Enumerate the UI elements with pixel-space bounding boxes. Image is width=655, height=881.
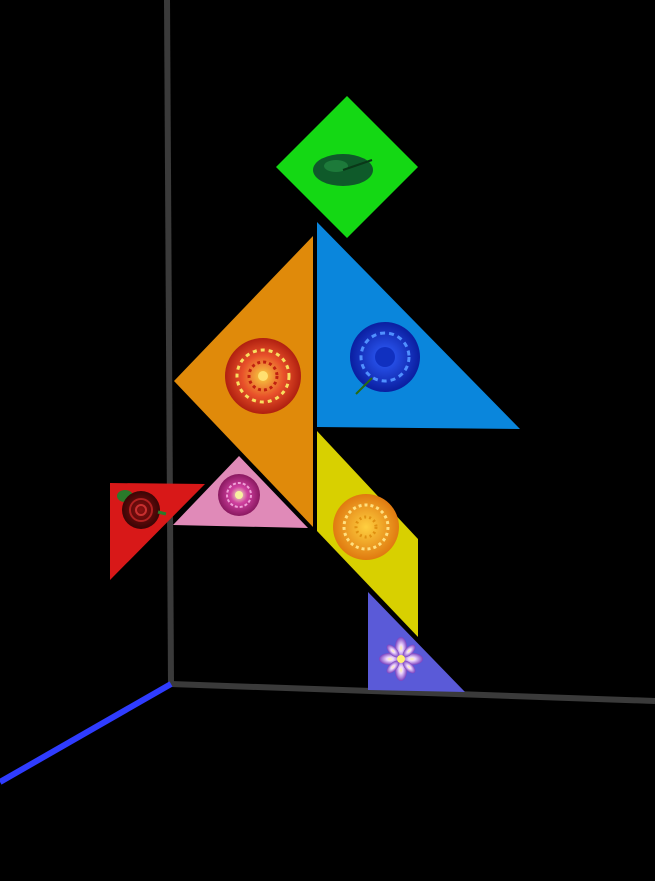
red-rose-icon (117, 490, 167, 529)
purple-flower-icon (379, 637, 423, 681)
small-triangle-purple[interactable] (368, 592, 465, 692)
large-triangle-blue-shape[interactable] (317, 222, 520, 429)
blue-dahlia-icon (350, 322, 420, 395)
large-triangle-orange[interactable] (174, 236, 313, 527)
large-triangle-blue[interactable] (317, 222, 520, 429)
pink-peony-icon (218, 474, 260, 516)
depth-axis (0, 681, 173, 785)
floor-axis (170, 681, 655, 704)
small-triangle-red[interactable] (110, 483, 205, 580)
orange-dahlia-icon (225, 338, 301, 414)
vertical-axis (164, 0, 174, 685)
square-piece[interactable] (276, 96, 418, 238)
yellow-chrysanthemum-icon (333, 494, 399, 560)
medium-triangle-pink[interactable] (173, 456, 308, 528)
parallelogram-piece[interactable] (317, 431, 418, 637)
lily-pad-icon (313, 154, 373, 186)
